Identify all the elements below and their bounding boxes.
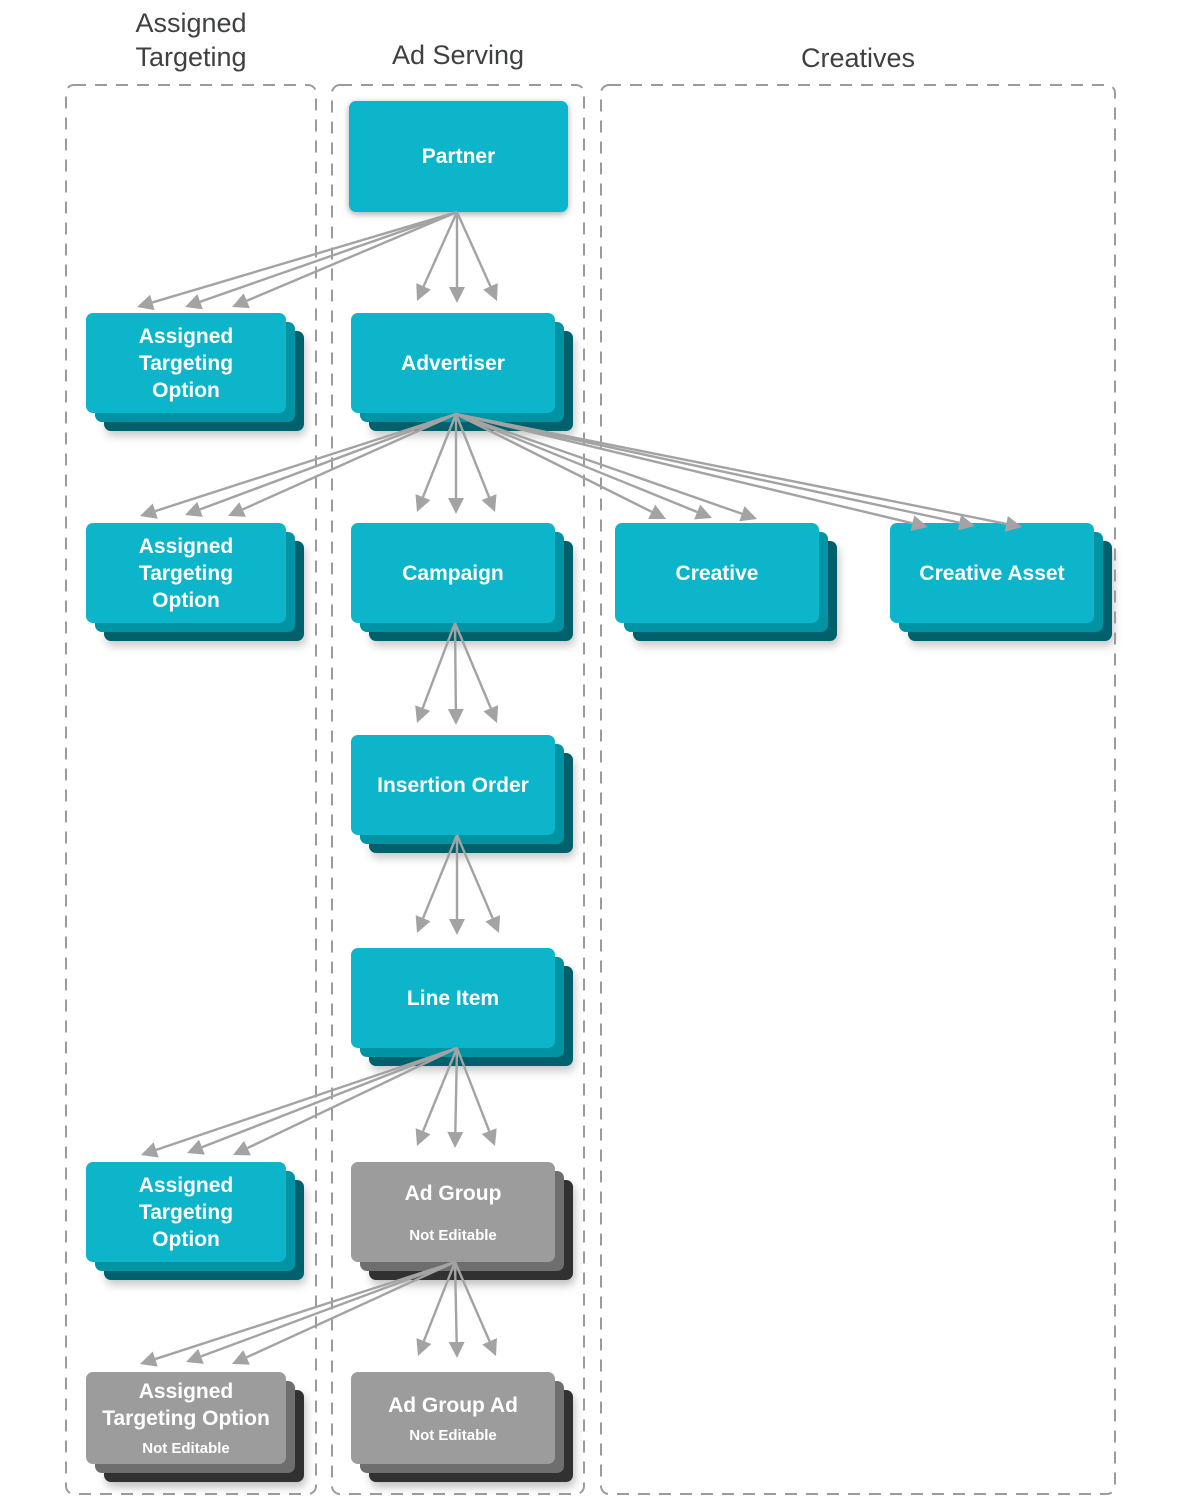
node-creative-asset: Creative Asset — [890, 523, 1094, 623]
edge-insertion_order-to-line_item — [415, 834, 501, 935]
edge-partner-to-advertiser — [416, 211, 498, 303]
node-label: Partner — [421, 145, 496, 168]
node-advertiser: Advertiser — [351, 313, 555, 413]
node-label: Line Item — [406, 986, 500, 1010]
edge-advertiser-to-creative — [455, 412, 757, 522]
column-header-creatives: Creatives — [800, 43, 916, 73]
node-label: Assigned Targeting Option — [138, 1173, 234, 1251]
node-label: Ad Group — [404, 1181, 502, 1205]
edge-line_item-to-ad_group — [415, 1047, 497, 1148]
edge-advertiser-to-campaign — [415, 413, 497, 514]
edge-ad_group-to-ato_4 — [140, 1260, 456, 1367]
not-editable-badge: Not Editable — [409, 1426, 497, 1444]
node-label: Creative — [675, 561, 759, 585]
node-label: Ad Group Ad — [388, 1393, 518, 1417]
node-assigned-targeting-option-2: Assigned Targeting Option — [86, 523, 286, 623]
not-editable-badge: Not Editable — [409, 1226, 497, 1244]
node-ad-group: Ad Group Not Editable — [351, 1162, 555, 1262]
edge-advertiser-to-ato_2 — [140, 412, 457, 519]
node-assigned-targeting-option-4: Assigned Targeting Option Not Editable — [86, 1372, 286, 1464]
node-partner: Partner — [349, 101, 568, 212]
node-label: Assigned Targeting Option — [102, 1380, 270, 1430]
node-label: Assigned Targeting Option — [138, 534, 234, 612]
node-label: Campaign — [402, 561, 504, 585]
edge-line_item-to-ato_3 — [141, 1046, 458, 1158]
edge-advertiser-to-creative_asset — [455, 412, 1022, 532]
column-box-creatives — [600, 84, 1116, 1495]
column-header-ad-serving: Ad Serving — [391, 40, 525, 70]
column-box-assigned-targeting — [65, 84, 317, 1495]
edge-partner-to-ato_1 — [137, 210, 458, 311]
edge-campaign-to-insertion_order — [415, 622, 499, 725]
node-line-item: Line Item — [351, 948, 555, 1048]
node-assigned-targeting-option-1: Assigned Targeting Option — [86, 313, 286, 413]
node-label: Insertion Order — [377, 773, 529, 797]
node-label: Advertiser — [401, 351, 505, 375]
edge-ad_group-to-ad_group_ad — [416, 1261, 497, 1358]
column-header-assigned-targeting: Assigned Targeting — [135, 8, 247, 72]
node-label: Assigned Targeting Option — [138, 324, 234, 402]
node-campaign: Campaign — [351, 523, 555, 623]
not-editable-badge: Not Editable — [142, 1440, 230, 1457]
node-assigned-targeting-option-3: Assigned Targeting Option — [86, 1162, 286, 1262]
node-creative: Creative — [615, 523, 819, 623]
node-ad-group-ad: Ad Group Ad Not Editable — [351, 1372, 555, 1464]
node-insertion-order: Insertion Order — [351, 735, 555, 835]
node-label: Creative Asset — [919, 561, 1065, 585]
